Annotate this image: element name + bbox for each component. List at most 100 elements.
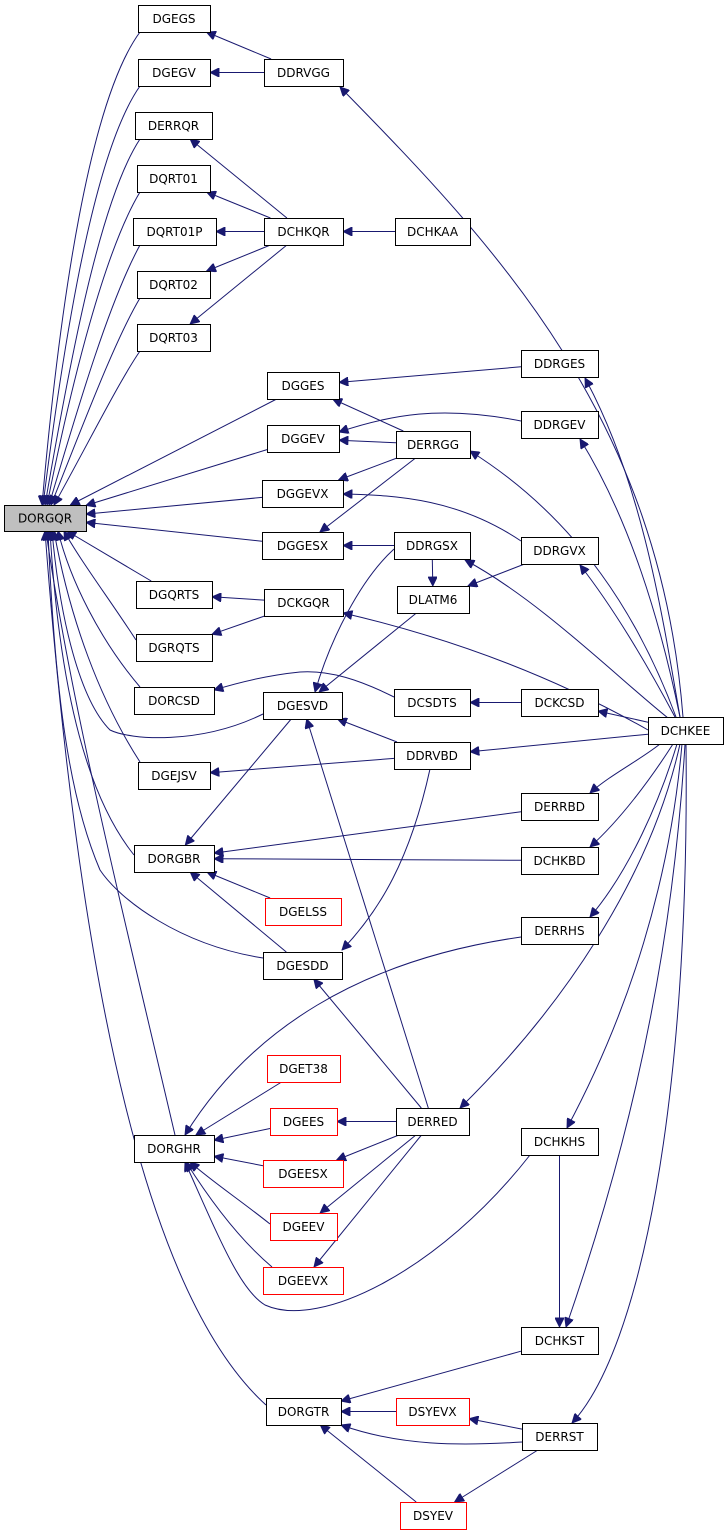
node-ddrgev[interactable]: DDRGEV — [521, 411, 599, 439]
node-label: DCHKEE — [661, 724, 711, 738]
node-dchkhs[interactable]: DCHKHS — [521, 1128, 599, 1156]
node-dorgbr[interactable]: DORGBR — [134, 845, 215, 873]
edge-dckgqr-to-dgqrts — [212, 597, 265, 600]
node-dgeesx[interactable]: DGEESX — [263, 1160, 344, 1188]
node-label: DDRGVX — [533, 544, 586, 558]
node-dchkst[interactable]: DCHKST — [521, 1327, 599, 1355]
node-label: DDRVBD — [406, 749, 458, 763]
node-dqrt01p[interactable]: DQRT01P — [133, 218, 217, 246]
node-dckcsd[interactable]: DCKCSD — [521, 689, 599, 717]
edge-derrgg-to-dggesx — [320, 457, 416, 532]
node-ddrgvx[interactable]: DDRGVX — [521, 537, 599, 565]
node-derred[interactable]: DERRED — [396, 1108, 470, 1136]
edge-dchkee-to-dchkst — [566, 743, 686, 1327]
node-box — [262, 480, 344, 508]
node-box — [134, 687, 215, 715]
node-label: DGET38 — [279, 1062, 328, 1076]
node-dchkaa[interactable]: DCHKAA — [395, 218, 471, 246]
node-dlatm6[interactable]: DLATM6 — [397, 586, 470, 614]
edge-dchkee-to-derrgg — [470, 451, 677, 718]
edge-dchkee-to-dckcsd — [598, 711, 649, 723]
node-box — [4, 505, 87, 532]
node-dgrqts[interactable]: DGRQTS — [136, 634, 213, 662]
edge-dorgbr-to-dorgqr — [50, 531, 135, 856]
node-box — [521, 689, 599, 717]
node-label: DDRGSX — [406, 539, 458, 553]
edge-dgesvd-to-dorgqr — [52, 531, 264, 739]
edge-dgelss-to-dorgbr — [207, 872, 271, 899]
node-box — [521, 350, 599, 378]
node-box — [521, 411, 599, 439]
node-dsyevx[interactable]: DSYEVX — [396, 1398, 470, 1426]
node-label: DSYEV — [413, 1509, 454, 1523]
node-dsyev[interactable]: DSYEV — [400, 1502, 467, 1530]
node-dgegs[interactable]: DGEGS — [138, 5, 211, 33]
node-dgesdd[interactable]: DGESDD — [263, 952, 343, 980]
node-label: DGESVD — [277, 699, 328, 713]
node-derrst[interactable]: DERRST — [522, 1423, 598, 1451]
node-box — [396, 1398, 470, 1426]
node-dgejsv[interactable]: DGEJSV — [138, 762, 211, 790]
node-dorcsd[interactable]: DORCSD — [134, 687, 215, 715]
edge-dchkee-to-derrhs — [590, 743, 678, 917]
node-box — [264, 218, 344, 246]
edge-dchkee-to-derrbd — [590, 743, 661, 793]
node-label: DGEEVX — [278, 1274, 328, 1288]
node-dggesx[interactable]: DGGESX — [262, 532, 344, 560]
node-ddrges[interactable]: DDRGES — [521, 350, 599, 378]
node-label: DGRQTS — [148, 641, 199, 655]
edge-dqrt01p-to-dorgqr — [49, 244, 141, 505]
node-label: DGEESX — [278, 1167, 328, 1181]
node-dcsdts[interactable]: DCSDTS — [394, 689, 471, 717]
node-label: DGGEV — [281, 432, 325, 446]
edge-dchkqr-to-dqrt02 — [207, 244, 271, 271]
node-dorghr[interactable]: DORGHR — [134, 1135, 215, 1163]
node-ddrvgg[interactable]: DDRVGG — [264, 59, 344, 87]
node-dggevx[interactable]: DGGEVX — [262, 480, 344, 508]
node-dgeev[interactable]: DGEEV — [270, 1213, 338, 1241]
node-dorgtr[interactable]: DORGTR — [266, 1398, 342, 1426]
node-box — [521, 793, 599, 821]
node-dgqrts[interactable]: DGQRTS — [136, 581, 213, 609]
node-box — [270, 1108, 338, 1136]
edge-dgeevx-to-dorghr — [186, 1162, 273, 1268]
node-dgeevx[interactable]: DGEEVX — [263, 1267, 344, 1295]
node-dggev[interactable]: DGGEV — [267, 425, 340, 453]
node-derrbd[interactable]: DERRBD — [521, 793, 599, 821]
node-dchkqr[interactable]: DCHKQR — [264, 218, 344, 246]
node-box — [394, 689, 471, 717]
edge-dgeev-to-dorghr — [190, 1162, 271, 1225]
node-dgegv[interactable]: DGEGV — [138, 59, 211, 87]
node-box — [263, 1160, 344, 1188]
node-dqrt02[interactable]: DQRT02 — [137, 271, 211, 299]
node-ddrgsx[interactable]: DDRGSX — [394, 532, 471, 560]
node-box — [133, 218, 217, 246]
node-dget38[interactable]: DGET38 — [267, 1055, 341, 1083]
node-label: DERRHS — [534, 924, 584, 938]
node-dchkbd[interactable]: DCHKBD — [521, 847, 599, 875]
edge-ddrvgg-to-dgegs — [206, 32, 272, 60]
node-box — [521, 847, 599, 875]
node-dgees[interactable]: DGEES — [270, 1108, 338, 1136]
node-dgges[interactable]: DGGES — [267, 372, 340, 400]
node-ddrvbd[interactable]: DDRVBD — [394, 742, 471, 770]
node-box — [264, 589, 344, 617]
edge-dgges-to-dorgqr — [70, 398, 277, 505]
node-derrqr[interactable]: DERRQR — [135, 112, 213, 140]
edge-dcsdts-to-dorcsd — [214, 671, 395, 698]
node-dckgqr[interactable]: DCKGQR — [264, 589, 344, 617]
node-box — [395, 218, 471, 246]
node-derrgg[interactable]: DERRGG — [396, 431, 471, 459]
edge-derred-to-dgeev — [320, 1134, 417, 1213]
node-dchkee[interactable]: DCHKEE — [648, 717, 724, 745]
edge-dchkee-to-ddrvbd — [470, 733, 649, 752]
node-dgelss[interactable]: DGELSS — [265, 898, 342, 926]
node-box — [521, 537, 599, 565]
node-derrhs[interactable]: DERRHS — [521, 917, 599, 945]
node-dqrt03[interactable]: DQRT03 — [137, 324, 211, 352]
node-dqrt01[interactable]: DQRT01 — [137, 165, 211, 193]
node-dorgqr[interactable]: DORGQR — [4, 505, 87, 532]
node-dgesvd[interactable]: DGESVD — [263, 692, 343, 720]
node-box — [265, 898, 342, 926]
edge-ddrvbd-to-dgesdd — [342, 768, 431, 950]
